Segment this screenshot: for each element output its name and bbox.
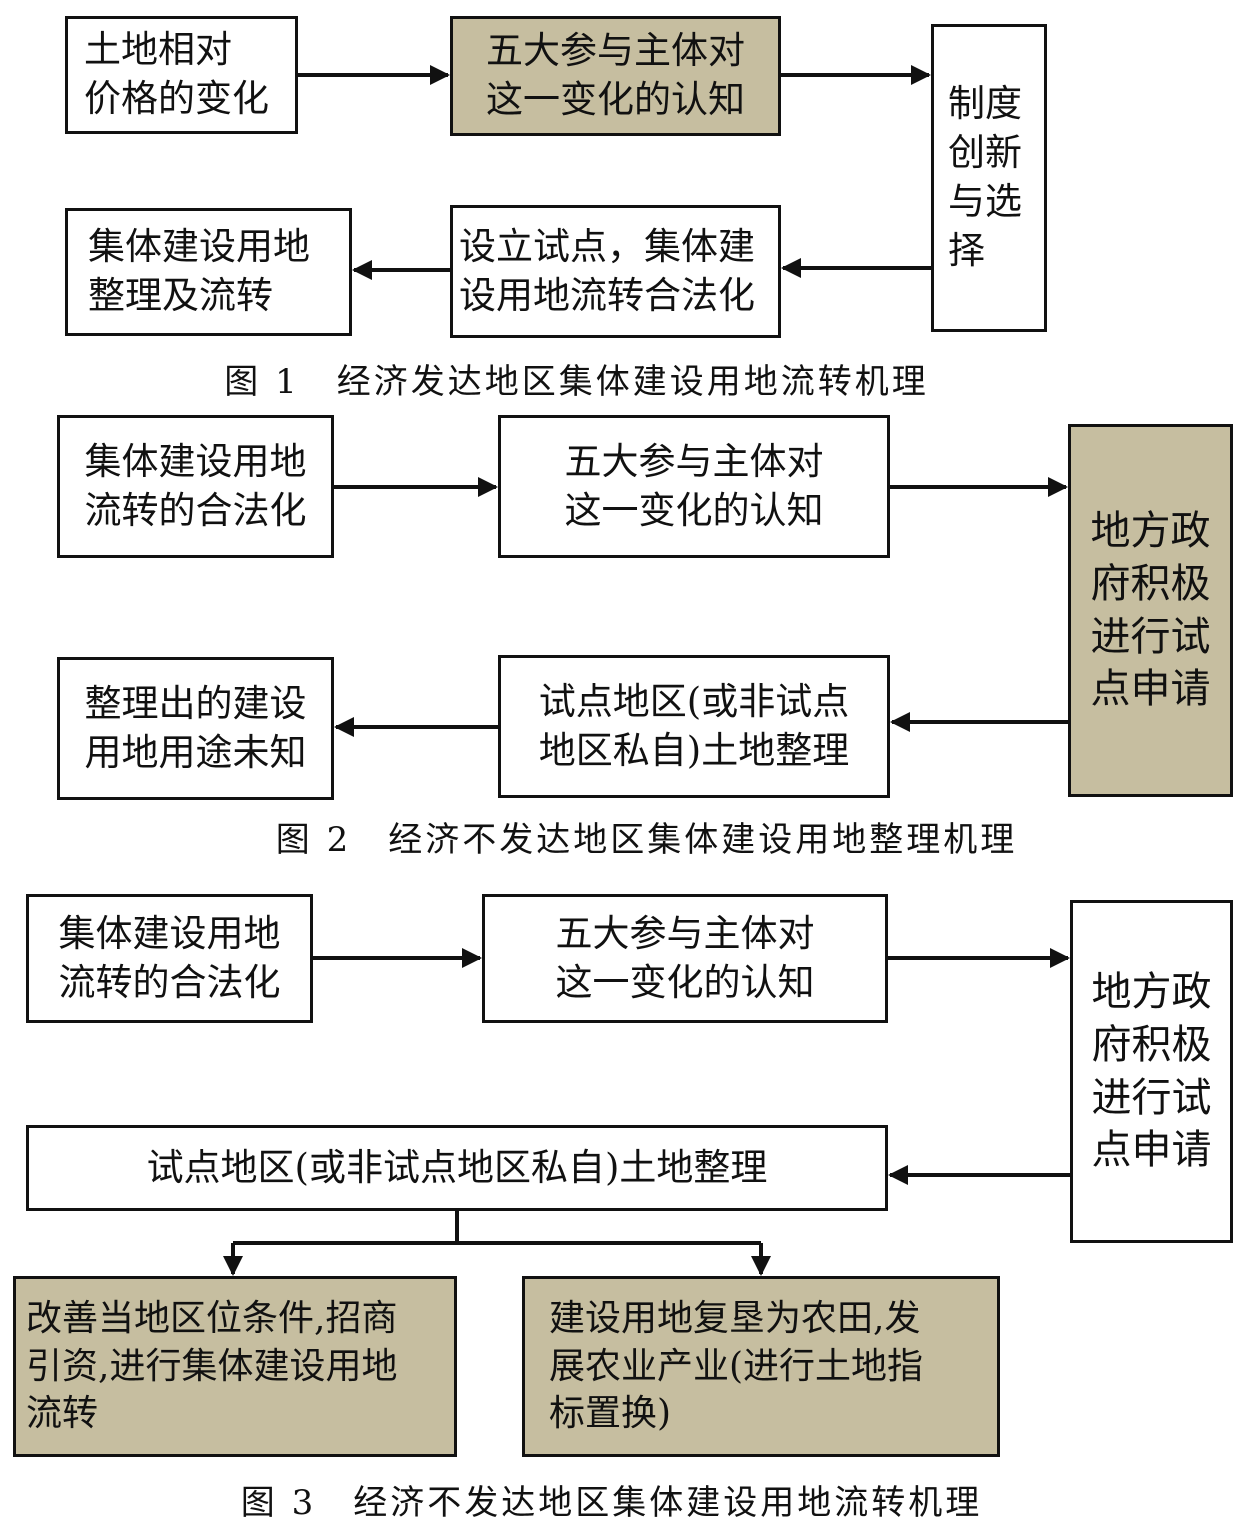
box-line: 地区私自)土地整理	[538, 728, 850, 772]
box-line: 流转	[26, 1393, 99, 1435]
box-line: 五大参与主体对	[555, 911, 815, 955]
box-line: 这一变化的认知	[564, 488, 824, 532]
box-line: 设立试点，集体建	[459, 224, 755, 268]
fig2-caption: 图 2 经济不发达地区集体建设用地整理机理	[275, 820, 1018, 860]
box-line: 五大参与主体对	[486, 29, 745, 73]
box-line: 五大参与主体对	[564, 439, 824, 483]
box-line: 建设用地复垦为农田,发	[549, 1298, 921, 1340]
box-line: 试点地区(或非试点	[538, 679, 850, 723]
fig1-box-land-price-change: 土地相对 价格的变化	[65, 16, 298, 134]
box-line: 流转的合法化	[84, 488, 307, 532]
box-line: 整理及流转	[88, 274, 273, 317]
box-line: 集体建设用地	[84, 439, 307, 483]
fig2-box-five-actors: 五大参与主体对 这一变化的认知	[498, 415, 890, 558]
box-line: 土地相对	[84, 28, 232, 72]
box-line: 整理出的建设	[84, 681, 307, 725]
box-line: 这一变化的认知	[555, 960, 815, 1004]
fig1-caption: 图 1 经济发达地区集体建设用地流转机理	[224, 362, 929, 402]
fig2-box-land-consolidation: 试点地区(或非试点 地区私自)土地整理	[498, 655, 890, 798]
box-line: 府积极	[1090, 560, 1211, 607]
fig3-caption: 图 3 经济不发达地区集体建设用地流转机理	[240, 1483, 983, 1523]
fig3-box-five-actors: 五大参与主体对 这一变化的认知	[482, 894, 888, 1023]
box-line: 创新	[948, 131, 1022, 175]
box-line: 与选	[948, 180, 1022, 223]
fig2-box-legalization: 集体建设用地 流转的合法化	[57, 415, 334, 558]
fig3-box-legalization: 集体建设用地 流转的合法化	[26, 894, 313, 1023]
box-line: 改善当地区位条件,招商	[26, 1298, 398, 1340]
fig3-box-attract-investment: 改善当地区位条件,招商 引资,进行集体建设用地 流转	[13, 1276, 457, 1457]
box-line: 这一变化的认知	[486, 78, 745, 121]
box-line: 点申请	[1090, 666, 1211, 713]
box-line: 用地用途未知	[84, 730, 307, 774]
box-line: 展农业产业(进行土地指	[549, 1345, 924, 1387]
fig1-box-pilot-legalize: 设立试点，集体建 设用地流转合法化	[450, 205, 781, 338]
box-line: 制度	[948, 82, 1022, 126]
fig3-box-local-government: 地方政 府积极 进行试 点申请	[1070, 900, 1233, 1243]
fig1-box-five-actors: 五大参与主体对 这一变化的认知	[450, 16, 781, 136]
box-line: 进行试	[1090, 613, 1211, 660]
fig3-box-reclaim-farmland: 建设用地复垦为农田,发 展农业产业(进行土地指 标置换)	[522, 1276, 1000, 1457]
box-line: 流转的合法化	[58, 960, 281, 1004]
box-line: 府积极	[1091, 1021, 1212, 1068]
box-line: 试点地区(或非试点地区私自)土地整理	[146, 1145, 768, 1189]
box-line: 进行试	[1091, 1074, 1212, 1121]
box-line: 择	[948, 228, 985, 272]
box-line: 地方政	[1091, 968, 1212, 1015]
fig1-box-consolidation-transfer: 集体建设用地 整理及流转	[65, 208, 352, 336]
fig1-box-institution: 制度 创新 与选 择	[931, 24, 1047, 332]
fig3-box-land-consolidation: 试点地区(或非试点地区私自)土地整理	[26, 1125, 888, 1211]
fig2-box-local-government: 地方政 府积极 进行试 点申请	[1068, 424, 1233, 797]
box-line: 标置换)	[549, 1393, 672, 1435]
box-line: 价格的变化	[84, 77, 269, 120]
fig2-box-usage-unknown: 整理出的建设 用地用途未知	[57, 657, 334, 800]
box-line: 集体建设用地	[58, 911, 281, 955]
box-line: 集体建设用地	[88, 225, 310, 269]
box-line: 点申请	[1091, 1127, 1212, 1174]
box-line: 引资,进行集体建设用地	[26, 1345, 398, 1387]
box-line: 地方政	[1090, 507, 1211, 554]
box-line: 设用地流转合法化	[459, 273, 755, 317]
